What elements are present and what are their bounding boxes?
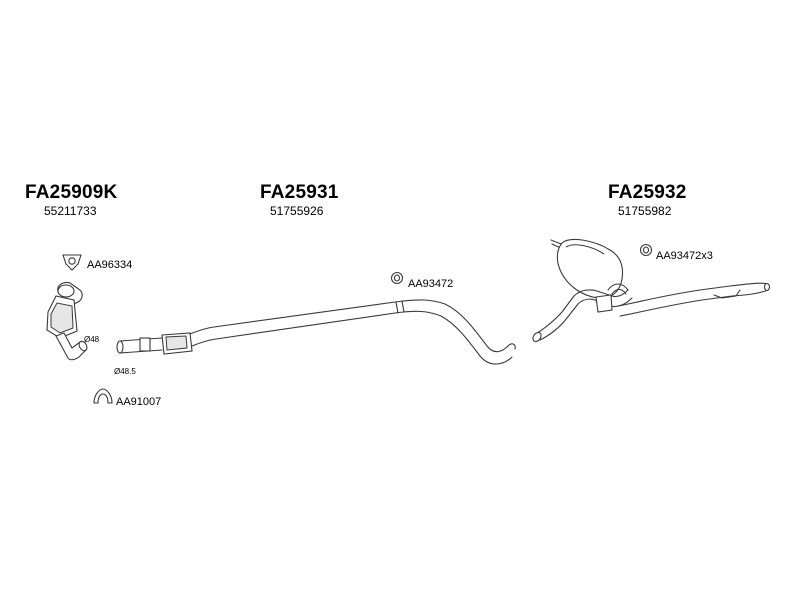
- dimension-mid-inlet: Ø48.5: [114, 367, 136, 376]
- group-oem-rear: 51755982: [618, 204, 672, 218]
- group-oem-cat: 55211733: [44, 204, 97, 218]
- group-code-rear: FA25932: [608, 182, 687, 203]
- rear-silencer: [532, 238, 771, 343]
- catalytic-converter: [46, 281, 88, 361]
- mid-pipe: [116, 299, 516, 365]
- group-code-cat: FA25909K: [25, 182, 118, 203]
- group-oem-mid: 51755926: [270, 204, 324, 218]
- accessory-gasket-label: AA96334: [87, 259, 133, 271]
- hanger-rear-icon: [639, 243, 653, 257]
- accessory-hanger-mid-label: AA93472: [408, 278, 454, 290]
- clamp-lower-icon: [93, 388, 113, 404]
- group-code-mid: FA25931: [260, 182, 339, 203]
- accessory-hanger-rear-label: AA93472x3: [656, 250, 713, 262]
- hanger-mid-icon: [390, 271, 404, 285]
- accessory-clamp-label: AA91007: [116, 396, 162, 408]
- dimension-cat-outlet: Ø48: [84, 335, 100, 344]
- gasket-clamp-icon: [62, 254, 82, 271]
